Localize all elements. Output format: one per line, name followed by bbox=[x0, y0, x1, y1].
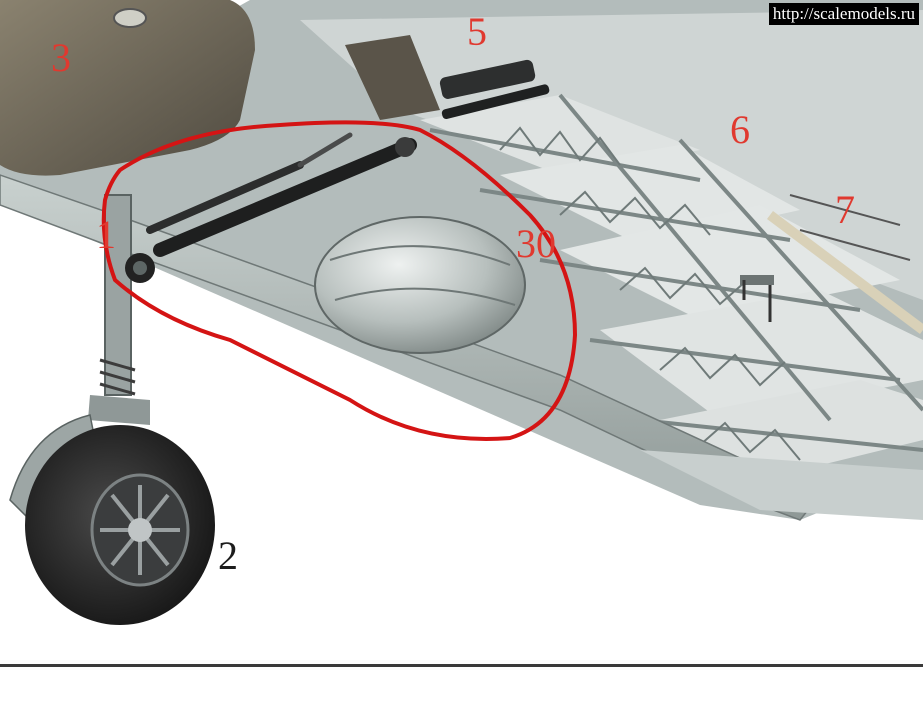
label-30: 30 bbox=[516, 221, 556, 266]
gun-mechanism bbox=[345, 35, 550, 120]
landing-wheel bbox=[25, 425, 215, 625]
label-6: 6 bbox=[730, 107, 750, 152]
label-7: 7 bbox=[835, 187, 855, 232]
divider-line bbox=[0, 664, 923, 667]
watermark-url: http://scalemodels.ru bbox=[768, 3, 919, 26]
label-5: 5 bbox=[467, 9, 487, 54]
oil-tank bbox=[314, 216, 526, 354]
label-2: 2 bbox=[218, 533, 238, 578]
highlight-outline bbox=[101, 120, 578, 441]
label-1: 1 bbox=[96, 212, 116, 257]
fuel-tank bbox=[0, 0, 255, 176]
label-3: 3 bbox=[51, 35, 71, 80]
actuator-rods bbox=[146, 132, 417, 257]
